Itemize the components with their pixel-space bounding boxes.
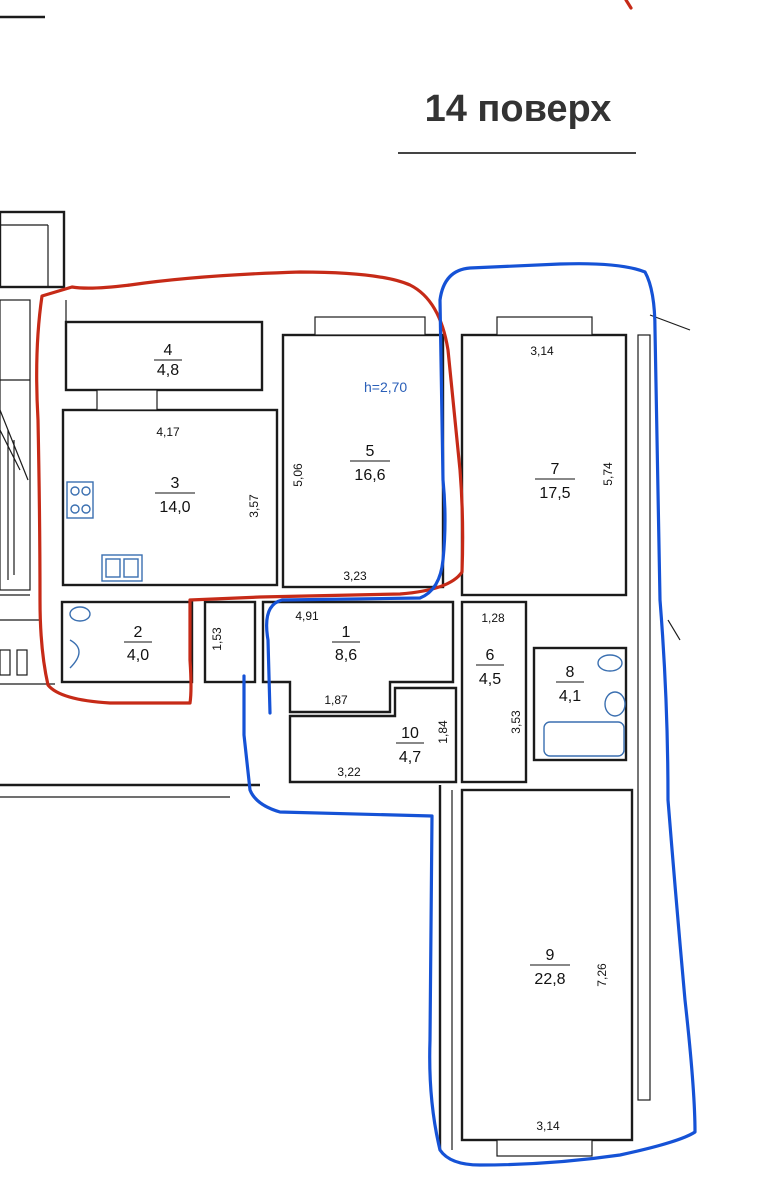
room-10-number: 10 <box>401 725 419 742</box>
room-3-area: 14,0 <box>159 499 190 516</box>
dim-room3-width: 4,17 <box>156 425 180 439</box>
room-2-area: 4,0 <box>127 647 149 664</box>
toilet-icon <box>69 606 91 622</box>
room-6-number: 6 <box>486 647 495 664</box>
floor-title: 14 поверх <box>424 88 612 130</box>
room-9-number: 9 <box>546 947 555 964</box>
dim-room1-width-bottom: 1,87 <box>324 693 348 707</box>
toilet-icon-room8 <box>597 654 623 672</box>
room-1-number: 1 <box>342 624 351 641</box>
room-7-number: 7 <box>551 461 560 478</box>
room-6-area: 4,5 <box>479 671 501 688</box>
dim-room9-height: 7,26 <box>595 963 609 987</box>
room-4-area: 4,8 <box>157 362 179 379</box>
stove-icon <box>66 481 94 519</box>
dim-room9-width: 3,14 <box>536 1119 560 1133</box>
room-7-area: 17,5 <box>539 485 570 502</box>
blue-outline-apartment-2 <box>242 262 697 1167</box>
room-3-number: 3 <box>171 475 180 492</box>
washbasin-icon <box>69 639 80 669</box>
red-outline-apartment-1 <box>35 270 465 705</box>
ceiling-height-note: h=2,70 <box>364 379 407 395</box>
walls <box>0 300 691 1157</box>
corner-fragment-red <box>624 0 633 10</box>
fixtures <box>66 481 626 757</box>
washbasin-icon-room8 <box>604 691 626 717</box>
room-labels: 4 4,8 3 14,0 5 16,6 7 17,5 2 4,0 1 8,6 6… <box>124 342 584 988</box>
dim-room5-width: 3,23 <box>343 569 367 583</box>
dim-room7-width: 3,14 <box>530 344 554 358</box>
dim-room5-height: 5,06 <box>291 463 305 487</box>
dim-room10-width: 3,22 <box>337 765 361 779</box>
room-5-number: 5 <box>366 443 375 460</box>
room-9-area: 22,8 <box>534 971 565 988</box>
room-10-area: 4,7 <box>399 749 421 766</box>
room-4-number: 4 <box>164 342 173 359</box>
room-1-area: 8,6 <box>335 647 357 664</box>
stairwell <box>0 210 66 685</box>
dim-room1-width-top: 4,91 <box>295 609 319 623</box>
dimension-labels: 4,17 3,57 5,06 3,23 3,14 5,74 4,91 1,87 … <box>156 344 615 1133</box>
title-underline <box>398 152 636 154</box>
bathtub-icon <box>543 721 625 757</box>
dim-corridor-width: 1,53 <box>210 627 224 651</box>
room-8-area: 4,1 <box>559 688 581 705</box>
dim-room3-height: 3,57 <box>247 494 261 518</box>
room-5-area: 16,6 <box>354 467 385 484</box>
room-8-number: 8 <box>566 664 575 681</box>
dim-room7-height: 5,74 <box>601 462 615 486</box>
dim-room6-height: 3,53 <box>509 710 523 734</box>
dim-room10-height: 1,84 <box>436 720 450 744</box>
room-2-number: 2 <box>134 624 143 641</box>
dim-room6-width: 1,28 <box>481 611 505 625</box>
